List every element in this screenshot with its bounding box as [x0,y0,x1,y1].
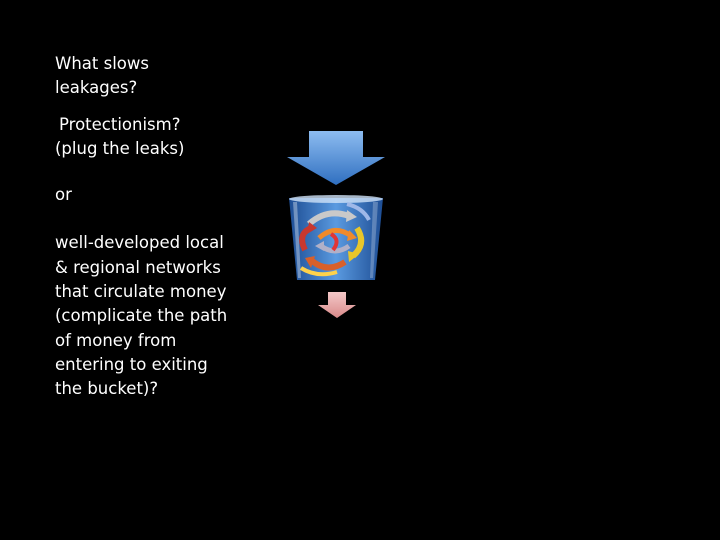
option2-line: that circulate money [55,282,227,302]
option1-line-1: Protectionism? [59,114,181,134]
inflow-down-arrow-icon [287,131,385,185]
slide-text: What slows leakages? Protectionism? (plu… [55,52,255,402]
option2-line: the bucket)? [55,379,159,399]
bucket-image [289,195,383,280]
option2-line: (complicate the path [55,306,228,326]
option2-line: entering to exiting [55,354,208,374]
or-word: or [55,185,72,205]
outflow-down-arrow-icon [318,292,356,318]
option2-line: of money from [55,330,177,350]
question-line-1: What slows [55,54,149,73]
question-line-2: leakages? [55,78,138,98]
option2-line: well-developed local [55,233,224,253]
option1-line-2: (plug the leaks) [55,138,185,158]
option2-line: & regional networks [55,257,221,277]
